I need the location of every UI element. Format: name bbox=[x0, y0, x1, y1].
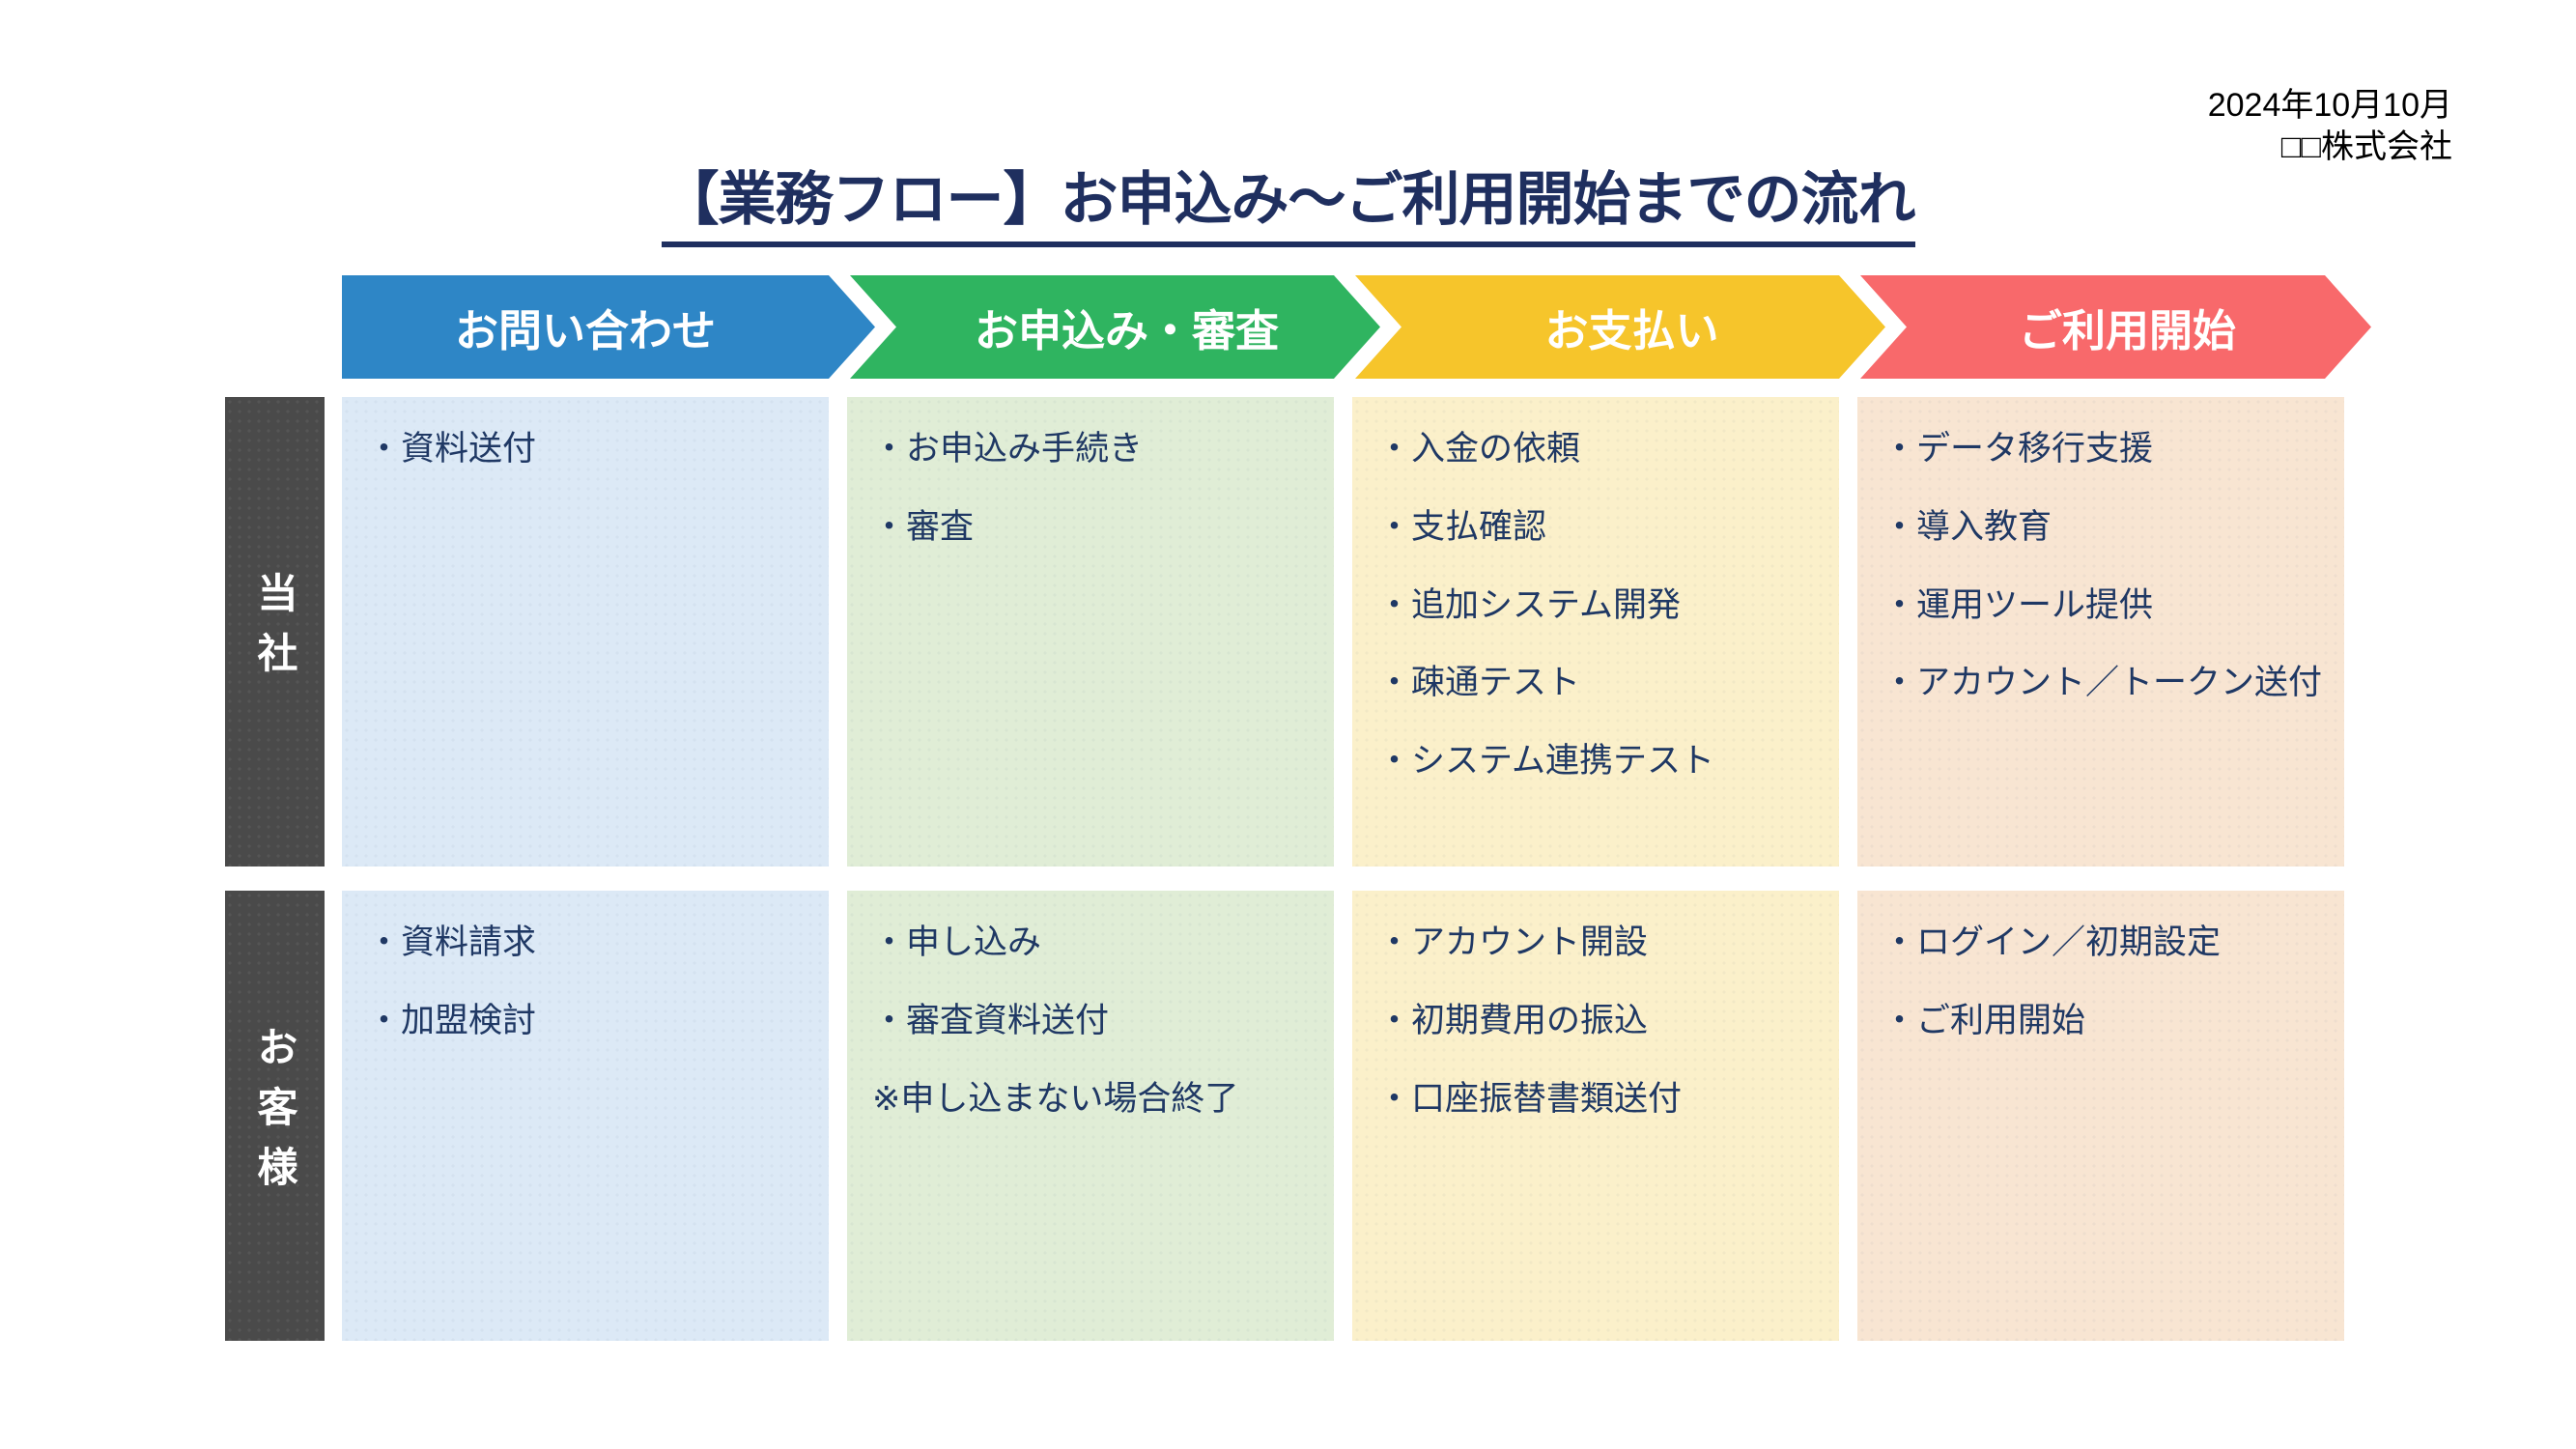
row-label-company-text: 当社 bbox=[252, 572, 297, 692]
cell-customer-service-start: ・ログイン／初期設定 ・ご利用開始 bbox=[1857, 891, 2344, 1341]
list-item: ・お申込み手続き bbox=[872, 430, 1144, 468]
list-item: ・審査 bbox=[872, 507, 975, 546]
list-item: ※申し込まない場合終了 bbox=[872, 1079, 1239, 1118]
list-item: ・ご利用開始 bbox=[1882, 1001, 2086, 1039]
row-label-customer-text: お客様 bbox=[252, 1026, 297, 1206]
stage-arrow-inquiry-label: お問い合わせ bbox=[454, 306, 716, 355]
cell-customer-payment: ・アカウント開設 ・初期費用の振込 ・口座振替書類送付 bbox=[1352, 891, 1839, 1341]
list-item: ・審査資料送付 bbox=[872, 1001, 1110, 1039]
list-item: ・支払確認 bbox=[1377, 507, 1547, 546]
company-name: □□株式会社 bbox=[2280, 128, 2452, 165]
list-item: ・口座振替書類送付 bbox=[1377, 1079, 1683, 1118]
list-item: ・運用ツール提供 bbox=[1882, 585, 2154, 624]
cell-customer-application: ・申し込み ・審査資料送付 ※申し込まない場合終了 bbox=[847, 891, 1334, 1341]
list-item: ・アカウント／トークン送付 bbox=[1882, 664, 2323, 702]
stage-arrow-service-start-label: ご利用開始 bbox=[2018, 306, 2236, 355]
stage-arrow-service-start: ご利用開始 bbox=[1860, 275, 2371, 379]
list-item: ・追加システム開発 bbox=[1377, 585, 1681, 624]
list-item: ・導入教育 bbox=[1882, 507, 2052, 546]
cell-company-payment: ・入金の依頼 ・支払確認 ・追加システム開発 ・疎通テスト ・システム連携テスト bbox=[1352, 397, 1839, 867]
list-item: ・入金の依頼 bbox=[1377, 430, 1581, 468]
list-item: ・アカウント開設 bbox=[1377, 923, 1649, 961]
list-item: ・システム連携テスト bbox=[1377, 742, 1714, 780]
stage-arrow-payment: お支払い bbox=[1355, 275, 1885, 379]
cell-customer-inquiry: ・資料請求 ・加盟検討 bbox=[342, 891, 829, 1341]
cell-company-inquiry: ・資料送付 bbox=[342, 397, 829, 867]
row-label-customer: お客様 bbox=[225, 891, 325, 1341]
list-item: ・資料送付 bbox=[367, 430, 537, 468]
page-title: 【業務フロー】お申込み〜ご利用開始までの流れ bbox=[0, 153, 2576, 247]
cell-company-service-start: ・データ移行支援 ・導入教育 ・運用ツール提供 ・アカウント／トークン送付 bbox=[1857, 397, 2344, 867]
cell-company-application: ・お申込み手続き ・審査 bbox=[847, 397, 1334, 867]
stage-arrow-payment-label: お支払い bbox=[1544, 306, 1719, 355]
date-block: 2024年10月10月 □□株式会社 bbox=[2208, 85, 2452, 168]
list-item: ・初期費用の振込 bbox=[1377, 1001, 1649, 1039]
list-item: ・資料請求 bbox=[367, 923, 537, 961]
row-label-company: 当社 bbox=[225, 397, 325, 867]
list-item: ・疎通テスト bbox=[1377, 664, 1581, 702]
stage-arrow-application: お申込み・審査 bbox=[850, 275, 1380, 379]
date-text: 2024年10月10月 bbox=[2207, 87, 2452, 124]
list-item: ・加盟検討 bbox=[367, 1001, 537, 1039]
list-item: ・データ移行支援 bbox=[1882, 430, 2154, 468]
page-title-text: 【業務フロー】お申込み〜ご利用開始までの流れ bbox=[661, 153, 1916, 247]
stage-arrow-application-label: お申込み・審査 bbox=[974, 306, 1279, 355]
list-item: ・申し込み bbox=[872, 923, 1042, 961]
list-item: ・ログイン／初期設定 bbox=[1882, 923, 2222, 961]
stage-arrow-inquiry: お問い合わせ bbox=[342, 275, 875, 379]
